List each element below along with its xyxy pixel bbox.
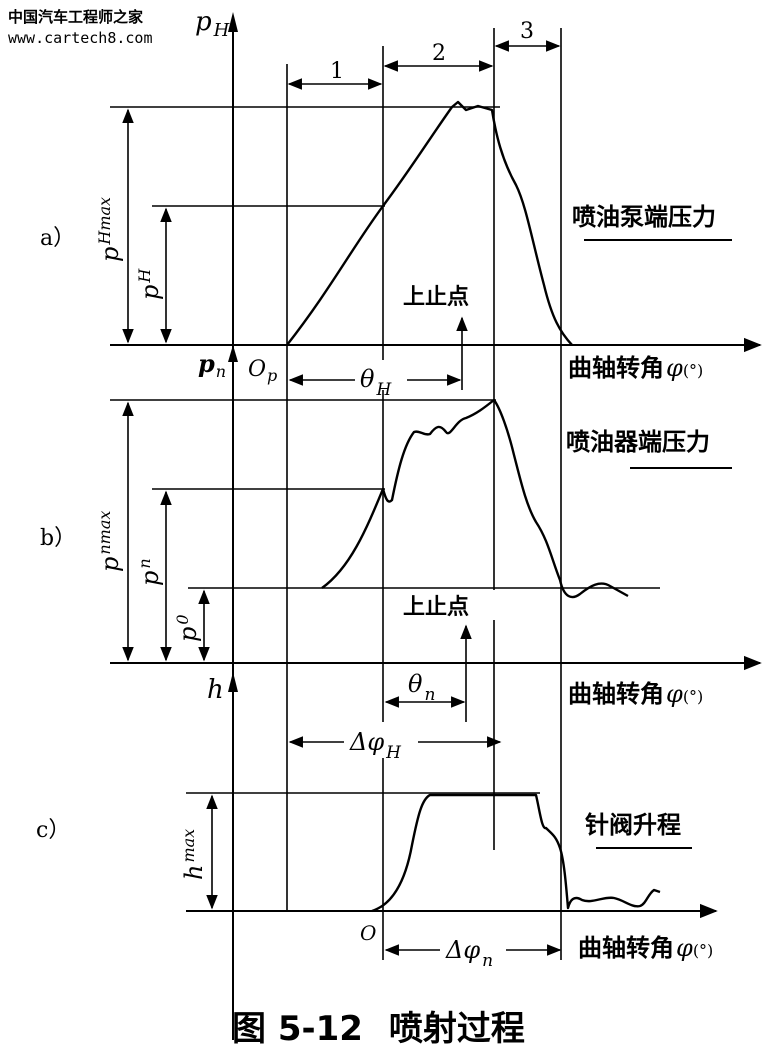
panel-a-origin-label: Op <box>248 357 277 385</box>
panel-b-curve-title: 喷油器端压力 <box>566 428 710 456</box>
watermark-url: www.cartech8.com <box>8 29 153 47</box>
panel-c-x-axis-label: 曲轴转角φ(°) <box>578 934 713 962</box>
panel-b-tdc-label: 上止点 <box>403 594 469 620</box>
panel-a-ph-label: pH <box>135 268 164 300</box>
panel-b-p0-label: p0 <box>173 614 202 642</box>
panel-a-pn-label: pn <box>198 349 226 381</box>
panel-c-needle-lift-curve <box>371 793 661 913</box>
main-axis-arrow <box>228 12 238 32</box>
panel-a-x-axis-label: 曲轴转角φ(°) <box>568 354 703 382</box>
panel-a-pn-arrow <box>228 345 238 362</box>
panel-b-pn-label: pn <box>135 558 164 586</box>
panel-c-curve-title: 针阀升程 <box>585 811 681 839</box>
phase-3-label: 3 <box>520 19 534 44</box>
phase-1-label: 1 <box>330 59 344 84</box>
panel-a-tag: a） <box>40 226 75 251</box>
phase-2-label: 2 <box>432 41 446 66</box>
panel-b-injector-pressure-curve <box>321 398 629 599</box>
watermark-title: 中国汽车工程师之家 <box>8 8 143 26</box>
panel-a-pmax-label: pHmax <box>95 197 124 262</box>
panel-b-tag: b） <box>40 526 76 551</box>
panel-b-x-axis-label: 曲轴转角φ(°) <box>568 680 703 708</box>
panel-a-tdc-label: 上止点 <box>403 284 469 310</box>
panel-c-y-axis-label: h <box>207 675 224 705</box>
panel-c-tag: c） <box>36 818 70 843</box>
panel-b-pmax-label: pnmax <box>95 511 124 572</box>
panel-c-y-axis-arrow <box>228 672 238 692</box>
panel-a-curve-title: 喷油泵端压力 <box>572 203 716 231</box>
panel-c-origin-label: O <box>360 921 376 945</box>
panel-a-pump-pressure-curve <box>286 100 573 346</box>
panel-c-hmax-label: hmax <box>179 829 208 880</box>
